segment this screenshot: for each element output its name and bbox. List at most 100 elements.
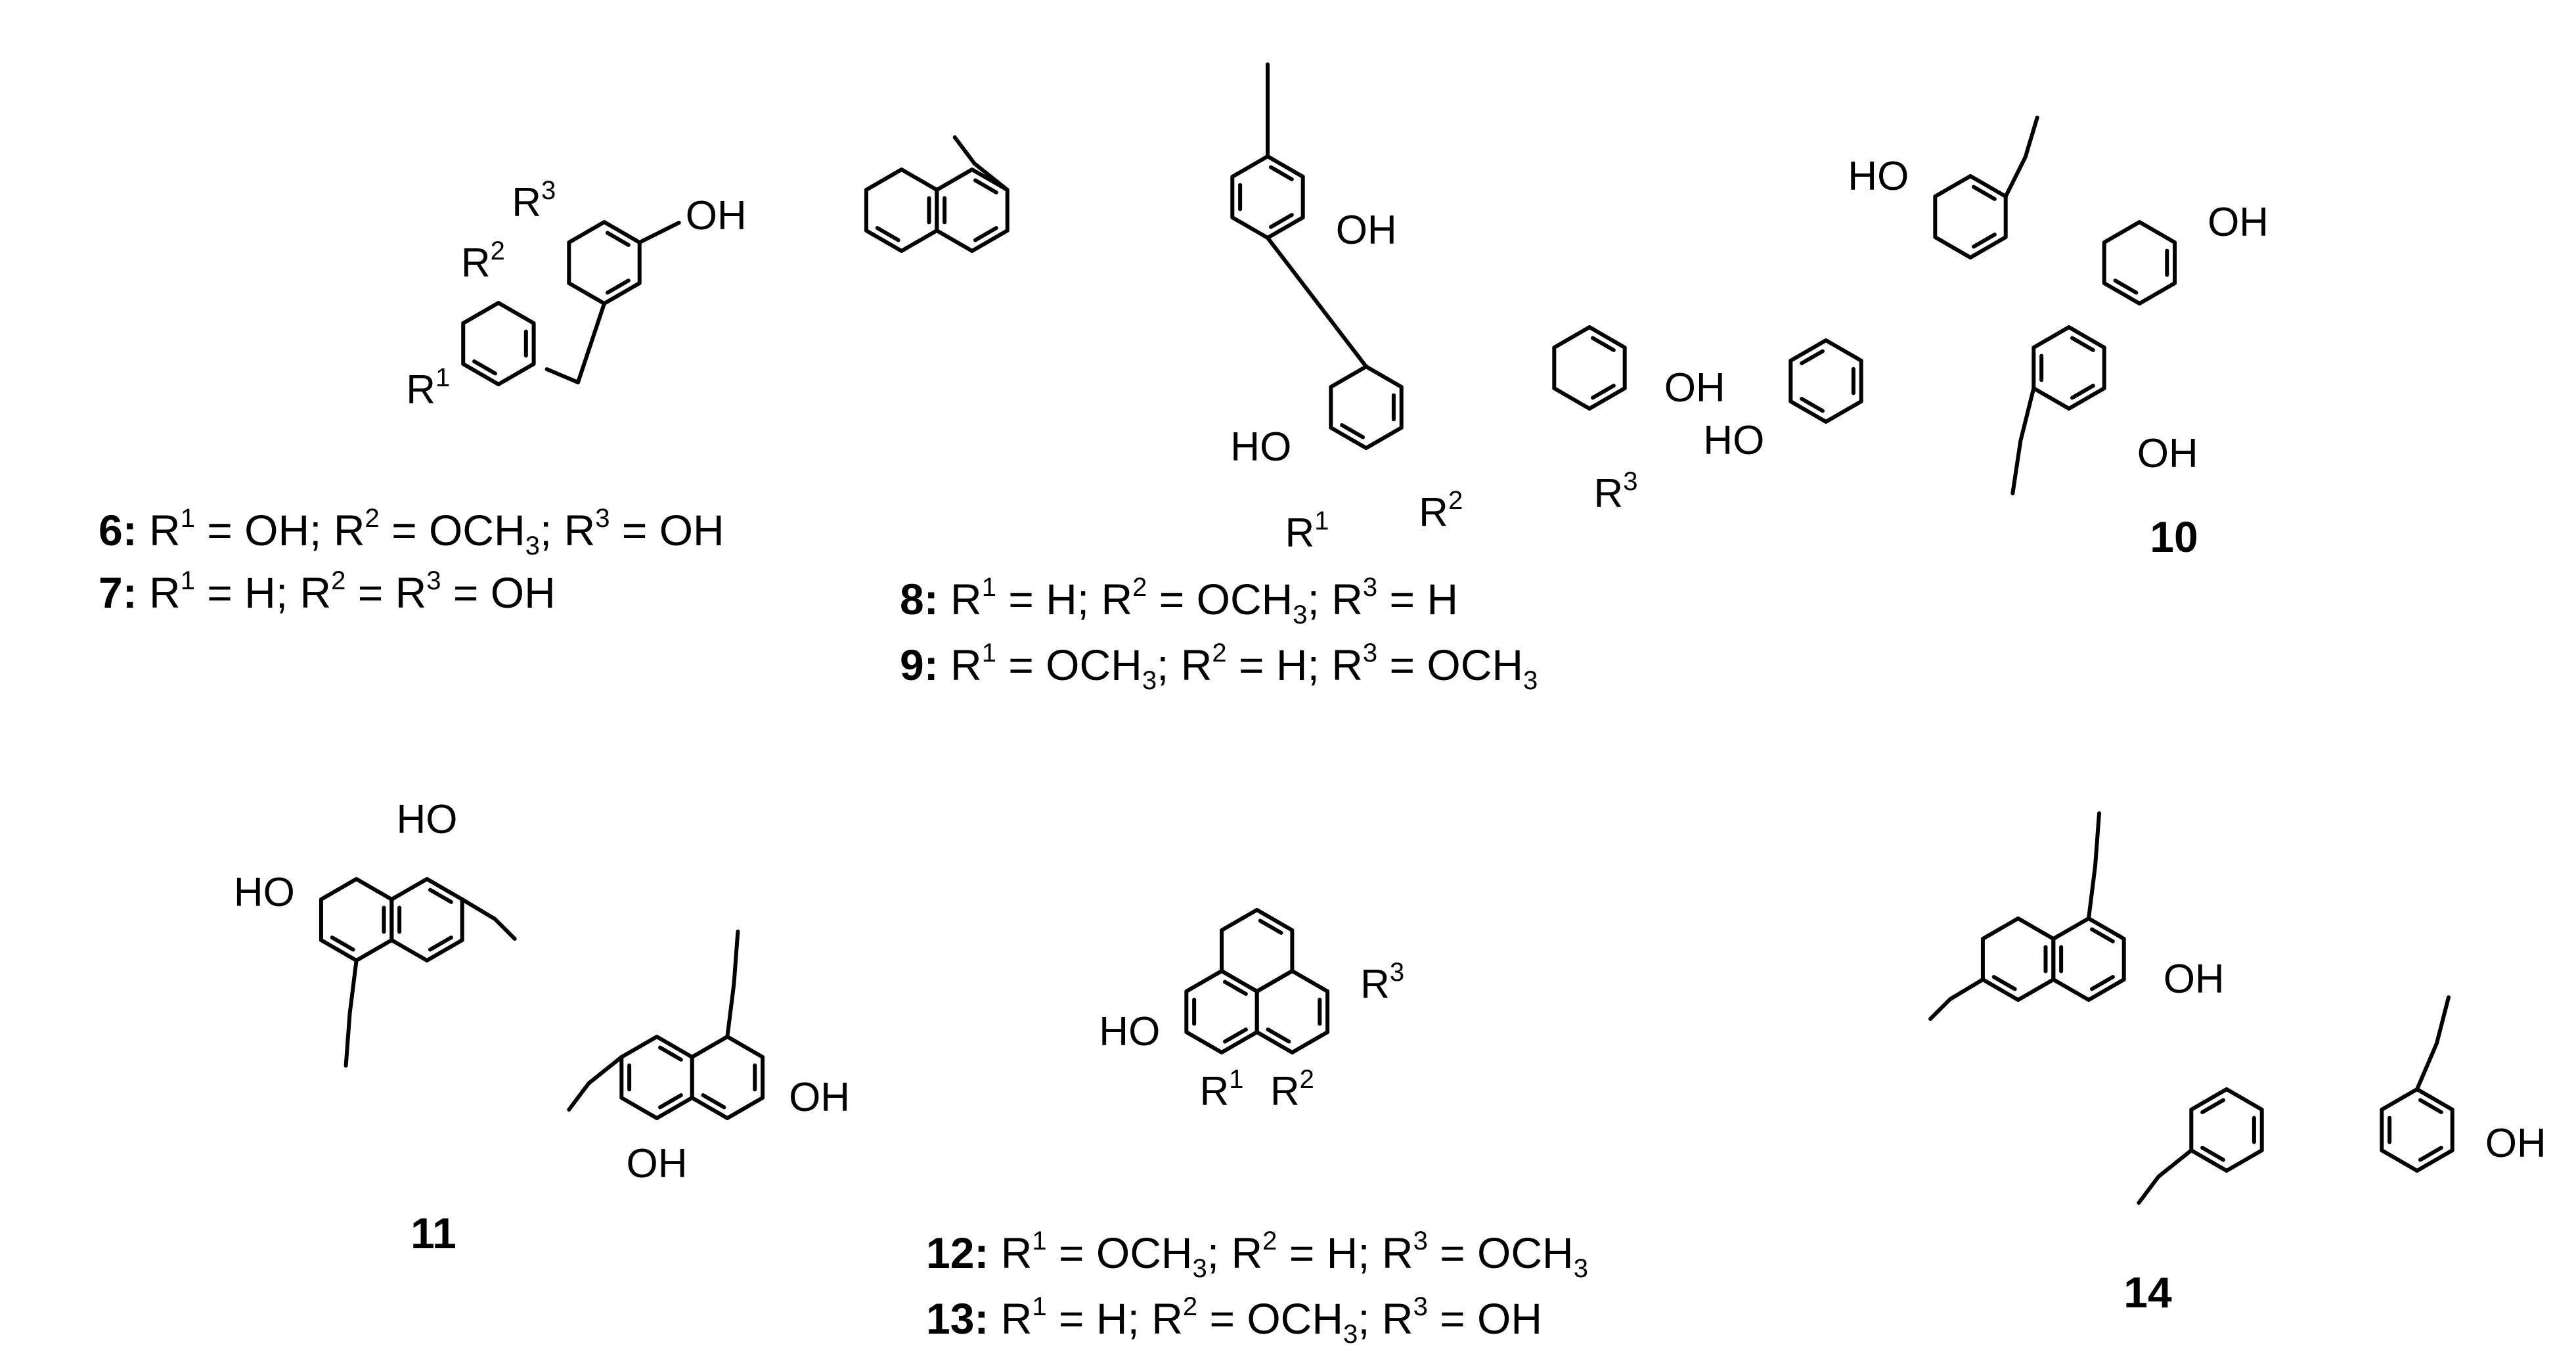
caption-part: = OCH <box>1377 641 1523 689</box>
caption-part: = OCH <box>1047 1229 1193 1277</box>
atom-label-part: R <box>1419 490 1448 535</box>
caption-part: R <box>939 575 982 623</box>
methoxy-group <box>2137 1148 2194 1205</box>
caption-part: 1 <box>982 573 996 602</box>
r1-label: R1 <box>406 363 450 413</box>
caption-part: = OCH <box>1428 1229 1574 1277</box>
double-bond <box>330 936 355 952</box>
compound-caption: 10 <box>2150 512 2198 561</box>
single-bond <box>544 367 580 384</box>
compound-number: 7: <box>99 568 137 617</box>
double-bond <box>973 178 998 194</box>
caption-part: 3 <box>1523 666 1538 695</box>
double-bond <box>2070 336 2095 352</box>
caption-part: = H; R <box>1227 641 1363 689</box>
atom-label-part: 3 <box>541 176 556 205</box>
ring-c <box>619 1035 694 1120</box>
atom-label-part: HO <box>397 797 458 842</box>
caption-part: 3 <box>1343 1320 1358 1349</box>
methoxy-group <box>567 1055 624 1112</box>
r2-label: R2 <box>1419 486 1463 535</box>
methoxy-group <box>952 135 1010 192</box>
methoxy-group <box>344 959 359 1068</box>
ring-d <box>690 1035 765 1120</box>
ring-b <box>461 301 536 386</box>
caption-part: 3 <box>525 531 540 560</box>
hydroxyl-label: OH <box>789 1075 850 1120</box>
caption-part: 1 <box>982 639 996 667</box>
double-bond <box>2200 1146 2225 1162</box>
double-bond <box>1269 165 1294 181</box>
double-bond <box>1591 384 1616 400</box>
single-bond <box>637 221 681 244</box>
hydroxyl-label: HO <box>1703 418 1764 463</box>
compound-caption: 12: R1 = OCH3; R2 = H; R3 = OCH3 <box>926 1227 1588 1283</box>
caption-part: 3 <box>1413 1227 1428 1255</box>
compound-number: 11 <box>411 1209 456 1257</box>
atom-label-part: R <box>512 180 541 225</box>
caption-part: 3 <box>1193 1254 1207 1283</box>
caption-part: = OCH <box>380 506 525 554</box>
r1-label: R1 <box>1285 507 1329 556</box>
single-bond <box>1266 236 1368 369</box>
ring-e <box>1552 325 1627 411</box>
ring-d <box>2380 1087 2454 1173</box>
double-bond <box>701 1093 726 1110</box>
atom-label-part: R <box>1360 962 1390 1007</box>
atom-label-part: R <box>1593 471 1623 516</box>
double-bond <box>973 226 998 242</box>
hydroxyl-label: OH <box>2208 200 2269 245</box>
atom-label-part: OH <box>686 193 747 238</box>
double-bond <box>472 359 497 376</box>
double-bond <box>1258 918 1283 935</box>
double-bond <box>658 1093 683 1110</box>
ring-b <box>1980 916 2056 1002</box>
hydroxyl-label: HO <box>1230 424 1291 470</box>
double-bond <box>1223 980 1248 996</box>
hydroxyl-label: OH <box>2485 1121 2546 1166</box>
double-bond <box>1223 1027 1248 1044</box>
double-bond <box>2070 384 2095 400</box>
methoxy-group <box>2010 386 2036 495</box>
caption-part: = H; R <box>996 575 1132 623</box>
caption-part: = OH <box>1428 1294 1542 1343</box>
caption-part: 3 <box>1142 666 1157 695</box>
atom-label-part: 1 <box>1314 507 1329 535</box>
compound-number: 9: <box>900 641 939 689</box>
double-bond <box>606 279 631 295</box>
caption-part: = R <box>345 568 426 617</box>
caption-part: = OCH <box>996 641 1142 689</box>
atom-label-part: OH <box>1664 365 1725 411</box>
ring-d <box>1329 365 1404 450</box>
caption-part: = H <box>1377 575 1458 623</box>
hydroxyl-label: HO <box>234 870 295 915</box>
ring-a <box>2032 325 2106 411</box>
hydroxyl-label: HO <box>1848 154 1909 199</box>
double-bond <box>606 231 631 247</box>
hydroxyl-label: HO <box>1099 1009 1160 1054</box>
double-bond <box>428 888 453 904</box>
double-bond <box>1269 213 1294 229</box>
atom-label-part: 2 <box>1300 1065 1314 1094</box>
methoxy-group <box>2003 116 2039 198</box>
ring-c <box>1220 908 1295 993</box>
atom-label-part: OH <box>2485 1121 2546 1166</box>
structure-11: HO HO OH OH 11 <box>234 797 850 1257</box>
caption-part: ; R <box>1308 575 1363 623</box>
compound-number: 6: <box>99 506 137 554</box>
hydroxyl-label: OH <box>627 1141 688 1186</box>
atom-label-part: OH <box>627 1141 688 1186</box>
methoxy-group <box>2415 995 2451 1091</box>
caption-part: 1 <box>181 566 195 595</box>
caption-part: ; R <box>1358 1294 1413 1343</box>
methoxy-group <box>1928 978 1985 1021</box>
ring-d <box>1788 338 1863 424</box>
compound-number: 10 <box>2150 512 2198 561</box>
caption-part: R <box>137 568 181 617</box>
double-bond <box>2418 1098 2443 1114</box>
atom-label-part: 1 <box>1229 1065 1243 1094</box>
